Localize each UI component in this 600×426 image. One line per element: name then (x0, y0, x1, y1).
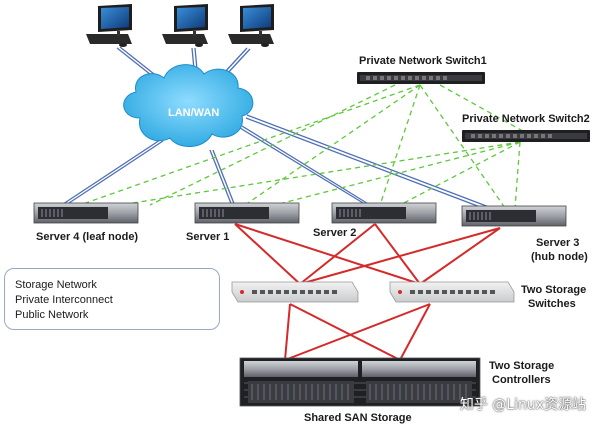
private-switch-2-label: Private Network Switch2 (462, 113, 590, 125)
storage-controllers-label-2: Controllers (492, 374, 551, 386)
private-network-switch-2 (462, 130, 590, 142)
server-1 (194, 202, 300, 224)
public-network-links (59, 46, 490, 211)
private-interconnect-links (79, 84, 531, 209)
storage-switch-1 (231, 281, 359, 303)
desktop-computer-icon (86, 4, 132, 47)
cloud-label: LAN/WAN (168, 107, 220, 119)
private-network-switch-1 (357, 72, 485, 84)
server-2 (331, 202, 437, 224)
server-4 (33, 202, 139, 224)
server-3-label: Server 3 (536, 237, 580, 249)
server-1-label: Server 1 (186, 231, 230, 243)
desktop-computer-icon (228, 4, 274, 47)
shared-san-storage (239, 357, 481, 407)
server-4-label: Server 4 (leaf node) (36, 231, 139, 243)
storage-switches-label-1: Two Storage (521, 284, 587, 296)
private-switch-1-label: Private Network Switch1 (359, 55, 487, 67)
storage-switch-2 (389, 281, 515, 303)
client-computers (86, 4, 274, 47)
legend-public-label: Public Network (15, 309, 89, 321)
san-label: Shared SAN Storage (304, 412, 412, 424)
storage-network-links (234, 223, 501, 361)
legend-private-label: Private Interconnect (15, 294, 113, 306)
storage-controllers-label-1: Two Storage (489, 360, 555, 372)
server-3-role-label: (hub node) (531, 251, 588, 263)
lan-wan-cloud (123, 64, 254, 147)
legend-storage-label: Storage Network (15, 279, 97, 291)
legend: Storage Network Private Interconnect Pub… (4, 268, 220, 330)
server-2-label: Server 2 (313, 227, 357, 239)
watermark: 知乎 @Linux资源站 (459, 397, 586, 413)
desktop-computer-icon (162, 4, 208, 47)
server-3 (461, 205, 567, 227)
storage-switches-label-2: Switches (528, 298, 576, 310)
